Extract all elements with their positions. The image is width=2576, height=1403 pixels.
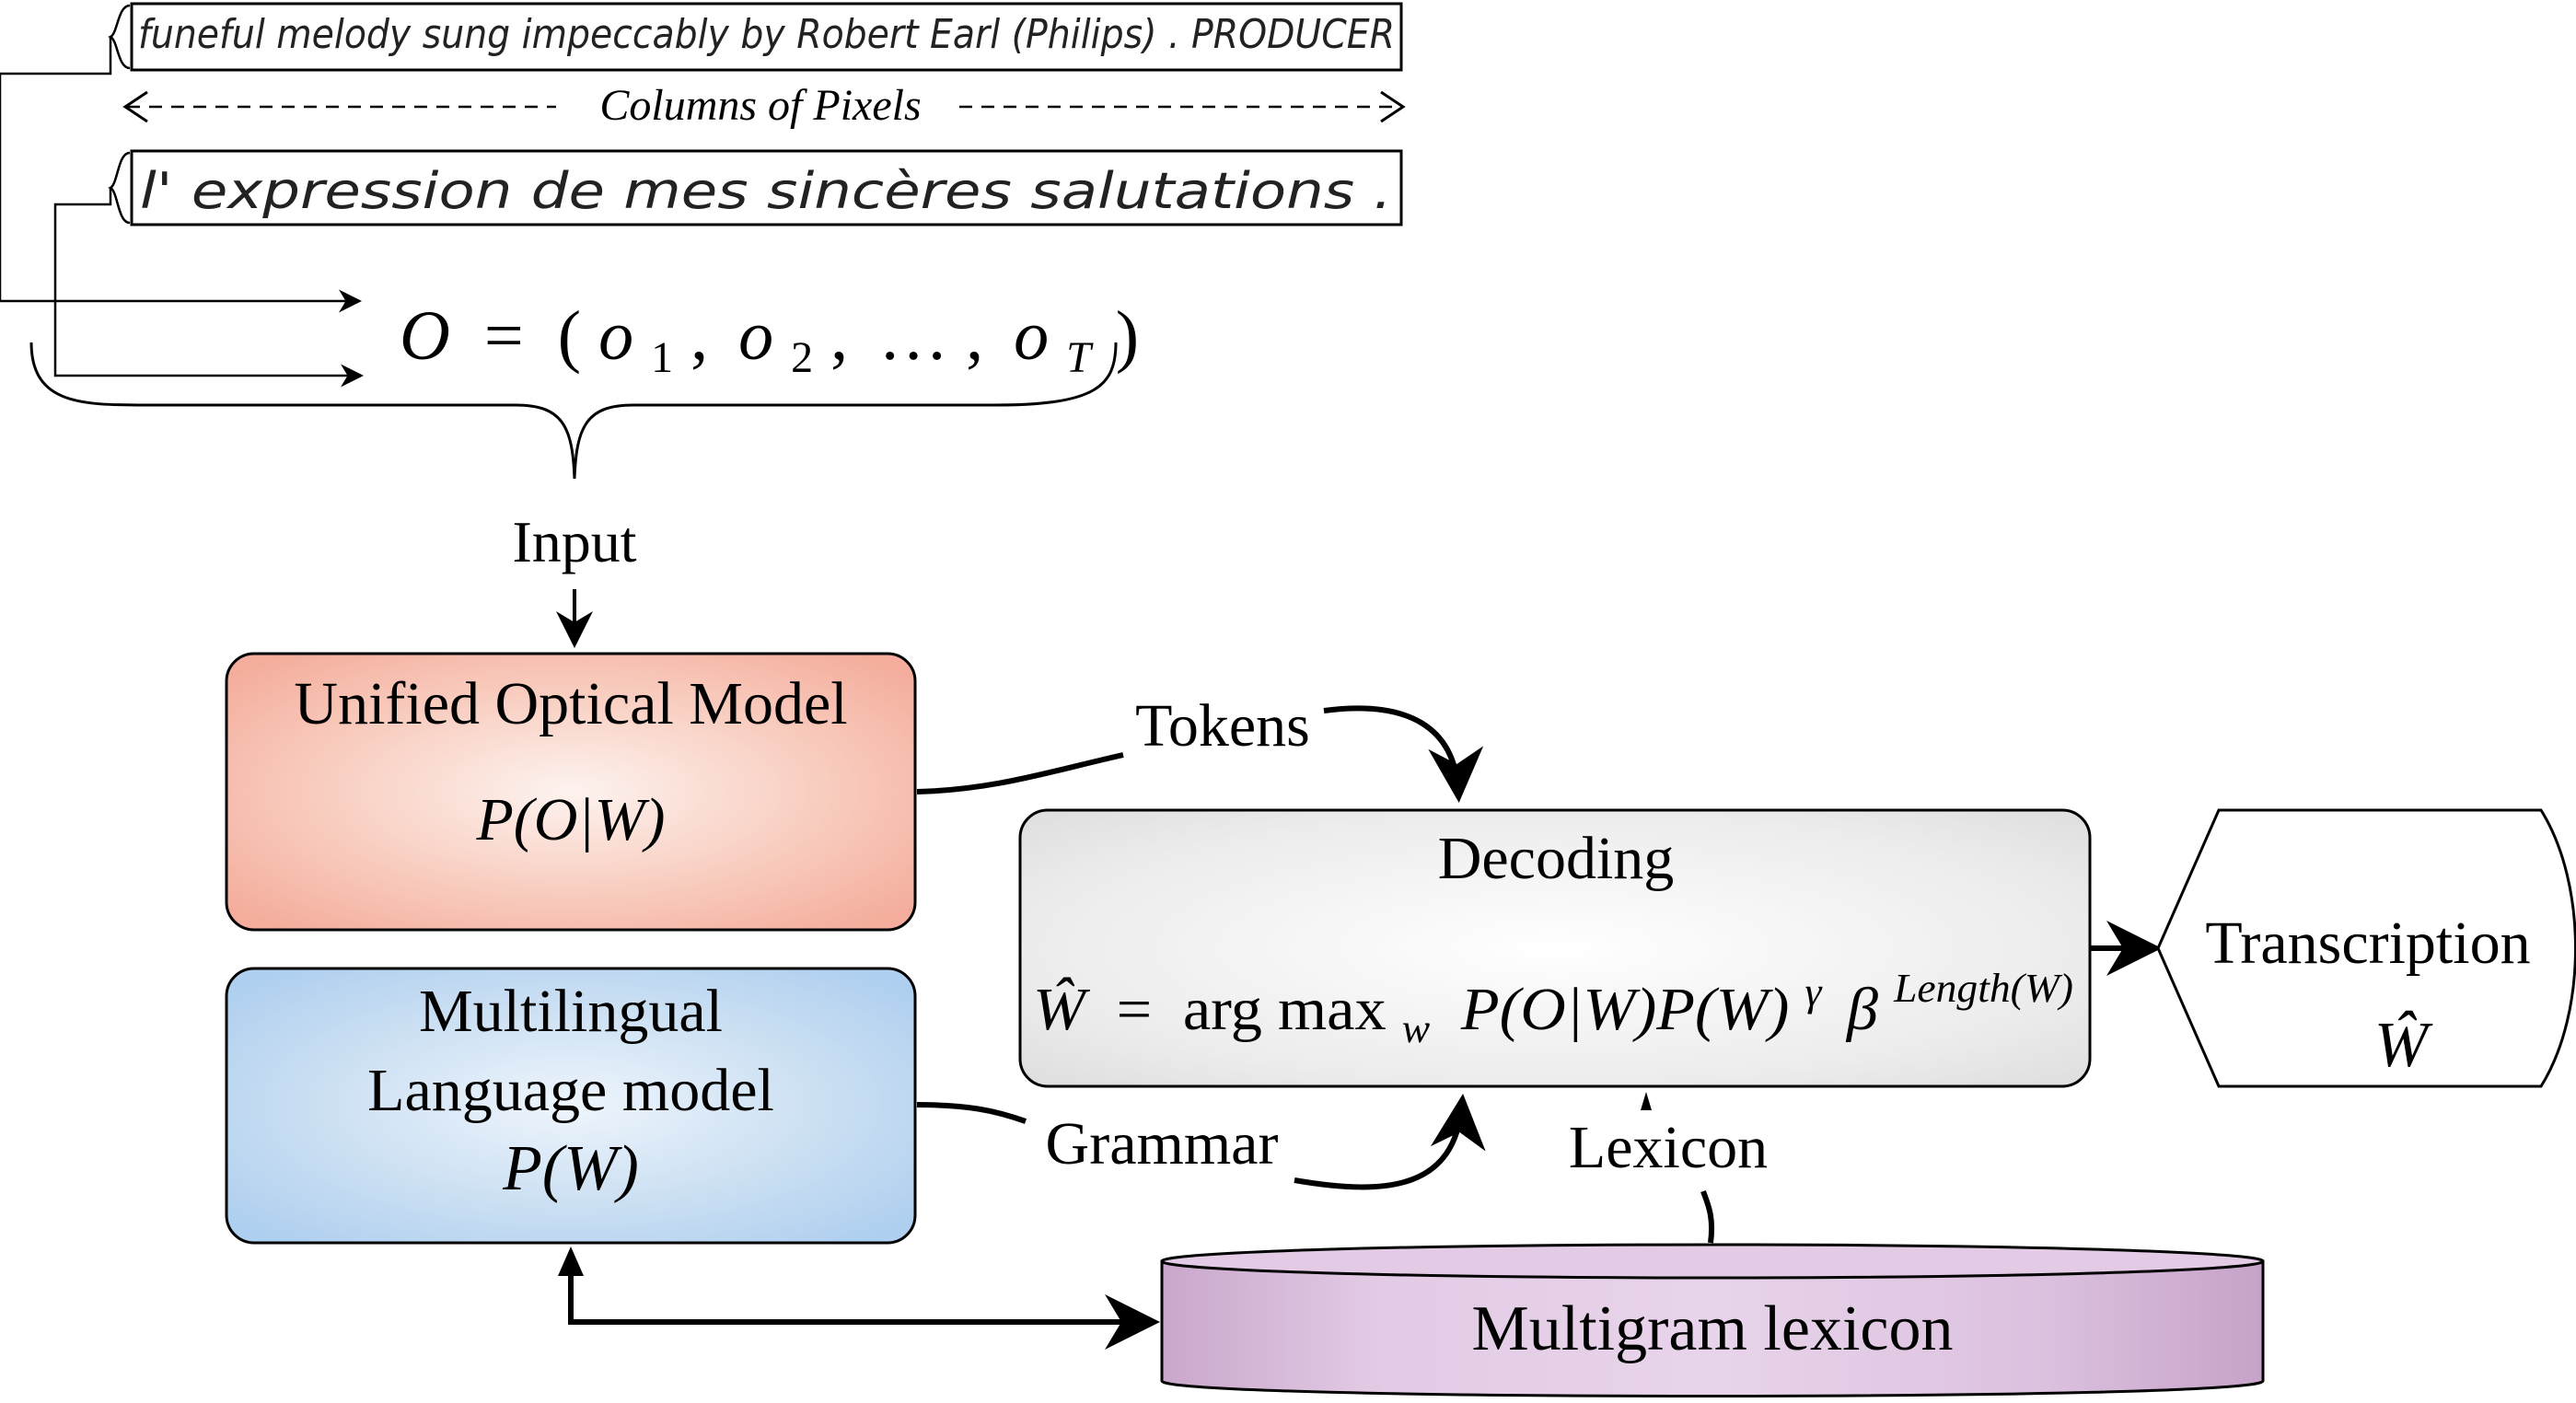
optical-model-title: Unified Optical Model (294, 670, 847, 737)
obs-oT: o (1014, 297, 1049, 375)
decoding-argmax-sub: w (1402, 1006, 1431, 1051)
decoding-eq: = (1117, 976, 1153, 1043)
grammar-connector-left (916, 1102, 1027, 1124)
decoding-box: Decoding Ŵ = arg max w P(O|W)P(W) γ β Le… (1018, 808, 2092, 1088)
obs-sub1: 1 (651, 333, 673, 382)
obs-close: ) (1116, 297, 1139, 375)
obs-comma3: , (966, 297, 983, 375)
optical-model-box: Unified Optical Model P(O|W) (225, 652, 917, 932)
grammar-connector-right (1294, 1094, 1486, 1190)
svg-text:O = ( o: O = ( o 1 , o 2 , … , o T ) (400, 297, 1139, 388)
obs-lhs: O (400, 297, 450, 375)
lexicon-database: Multigram lexicon (1160, 1243, 2265, 1397)
obs-sub2: 2 (791, 333, 813, 382)
columns-of-pixels-label: Columns of Pixels (599, 81, 921, 130)
language-lexicon-arrow-up (558, 1246, 584, 1276)
decoding-w-hat: Ŵ (1033, 976, 1090, 1043)
obs-comma1: , (690, 297, 708, 375)
decoding-exponent: Length(W) (1893, 966, 2073, 1011)
transcription-shape: Transcription Ŵ (2156, 808, 2576, 1088)
lexicon-connector (1700, 1190, 1714, 1244)
grammar-label: Grammar (1046, 1110, 1279, 1177)
language-model-box: Multilingual Language model P(W) (225, 967, 917, 1245)
handwriting-line-french: l' expression de mes sincères salutation… (108, 149, 1403, 226)
language-model-title-1: Multilingual (419, 978, 723, 1045)
obs-o2: o (738, 297, 773, 375)
tokens-connector-left (916, 752, 1124, 794)
language-lexicon-connector (568, 1258, 1160, 1350)
language-model-title-2: Language model (367, 1057, 774, 1124)
input-brace (29, 342, 1118, 480)
decoding-title: Decoding (1438, 825, 1675, 892)
line-feed-connectors (0, 37, 364, 388)
decoding-gamma: γ (1805, 969, 1824, 1015)
obs-open: ( (558, 297, 581, 375)
input-label: Input (512, 509, 636, 574)
tokens-connector-right (1323, 705, 1484, 803)
decoding-argmax: arg max (1183, 976, 1387, 1043)
handwriting-text-english: funeful melody sung impeccably by Robert… (138, 11, 1395, 58)
obs-comma2: , (830, 297, 848, 375)
decoding-beta: β (1845, 976, 1878, 1043)
tokens-label: Tokens (1135, 692, 1310, 759)
transcription-label: Transcription (2205, 910, 2530, 977)
columns-of-pixels-arrow: Columns of Pixels (122, 81, 1406, 130)
obs-subT: T (1066, 333, 1094, 382)
lexicon-database-label: Multigram lexicon (1472, 1293, 1954, 1364)
decoding-terms: P(O|W)P(W) (1460, 976, 1790, 1043)
optical-model-formula: P(O|W) (475, 786, 665, 853)
handwriting-text-french: l' expression de mes sincères salutation… (140, 162, 1392, 220)
observation-sequence: O = ( o 1 , o 2 , … , o T ) (400, 297, 1139, 388)
obs-dots: … (878, 297, 948, 375)
lexicon-arrow-head (1641, 1092, 1652, 1110)
obs-eq: = (484, 297, 524, 375)
handwriting-line-english: funeful melody sung impeccably by Robert… (108, 2, 1403, 72)
lexicon-label: Lexicon (1569, 1114, 1768, 1181)
language-model-formula: P(W) (502, 1133, 639, 1204)
obs-o1: o (598, 297, 633, 375)
transcription-symbol: Ŵ (2374, 1010, 2433, 1081)
svg-text:Ŵ = arg max: Ŵ = arg max w P(O|W)P(W) γ β Length(W) (1033, 952, 2073, 1056)
